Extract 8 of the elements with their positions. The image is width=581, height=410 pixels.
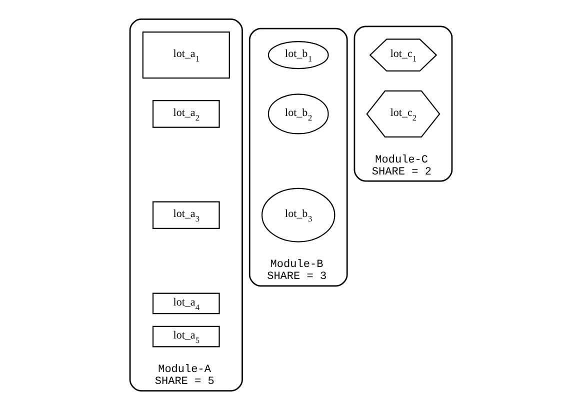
node-ellipse: lot_b$_{2}$	[267, 94, 328, 134]
node-box: lot_a$_{3}$	[152, 201, 220, 229]
node-ellipse: lot_b$_{1}$	[267, 41, 328, 70]
node-box: lot_a$_{4}$	[152, 292, 220, 314]
node-box: lot_a$_{1}$	[142, 32, 230, 79]
node-box: lot_a$_{5}$	[152, 326, 220, 348]
node-box: lot_a$_{2}$	[152, 100, 220, 128]
node-ellipse: lot_b$_{3}$	[260, 188, 335, 242]
